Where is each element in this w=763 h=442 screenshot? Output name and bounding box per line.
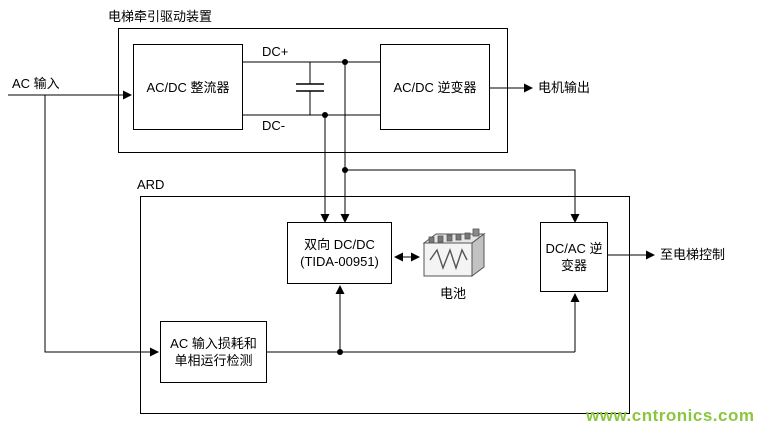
- traction-drive-group-title: 电梯牵引驱动装置: [108, 9, 213, 24]
- ac-input-label: AC 输入: [12, 76, 60, 91]
- dc-link-wires: [320, 62, 580, 223]
- ac-loss-detection-block: AC 输入损耗和 单相运行检测: [160, 321, 267, 383]
- traction-drive-group-box: [118, 28, 508, 153]
- motor-output-label: 电机输出: [538, 80, 591, 95]
- battery-icon: [422, 228, 486, 277]
- dc-plus-label: DC+: [262, 44, 289, 59]
- to-elevator-control-label: 至电梯控制: [660, 247, 726, 262]
- dcac-inverter-label-line2: 变器: [560, 258, 587, 273]
- dcac-inverter-block: DC/AC 逆 变器: [540, 222, 608, 292]
- ac-input-wire: [8, 90, 159, 357]
- dc-bus-wires: [243, 61, 380, 116]
- acdc-rectifier-label: AC/DC 整流器: [146, 79, 230, 95]
- dc-minus-label: DC-: [262, 118, 286, 133]
- acdc-rectifier-block: AC/DC 整流器: [133, 44, 243, 130]
- bidirectional-dcdc-label-line2: (TIDA-00951): [300, 254, 379, 269]
- elevator-control-wire: [608, 250, 655, 260]
- junction-dots: [322, 59, 348, 355]
- dcac-inverter-label-line1: DC/AC 逆: [545, 241, 603, 256]
- ard-group-title: ARD: [137, 177, 165, 192]
- acdc-inverter-label: AC/DC 逆变器: [393, 79, 477, 95]
- watermark-text: www.cntronics.com: [586, 406, 755, 425]
- battery-label: 电池: [440, 286, 467, 301]
- detection-wires: [267, 285, 580, 353]
- bidirectional-dcdc-label-line1: 双向 DC/DC: [304, 237, 375, 252]
- ac-loss-detection-label-line2: 单相运行检测: [174, 353, 253, 368]
- battery-bidirectional-arrow: [394, 252, 420, 262]
- capacitor-icon: [296, 62, 324, 115]
- acdc-inverter-block: AC/DC 逆变器: [380, 44, 490, 130]
- ard-group-box: [140, 196, 630, 414]
- bidirectional-dcdc-block: 双向 DC/DC (TIDA-00951): [287, 222, 392, 284]
- ac-loss-detection-label-line1: AC 输入损耗和: [170, 336, 257, 351]
